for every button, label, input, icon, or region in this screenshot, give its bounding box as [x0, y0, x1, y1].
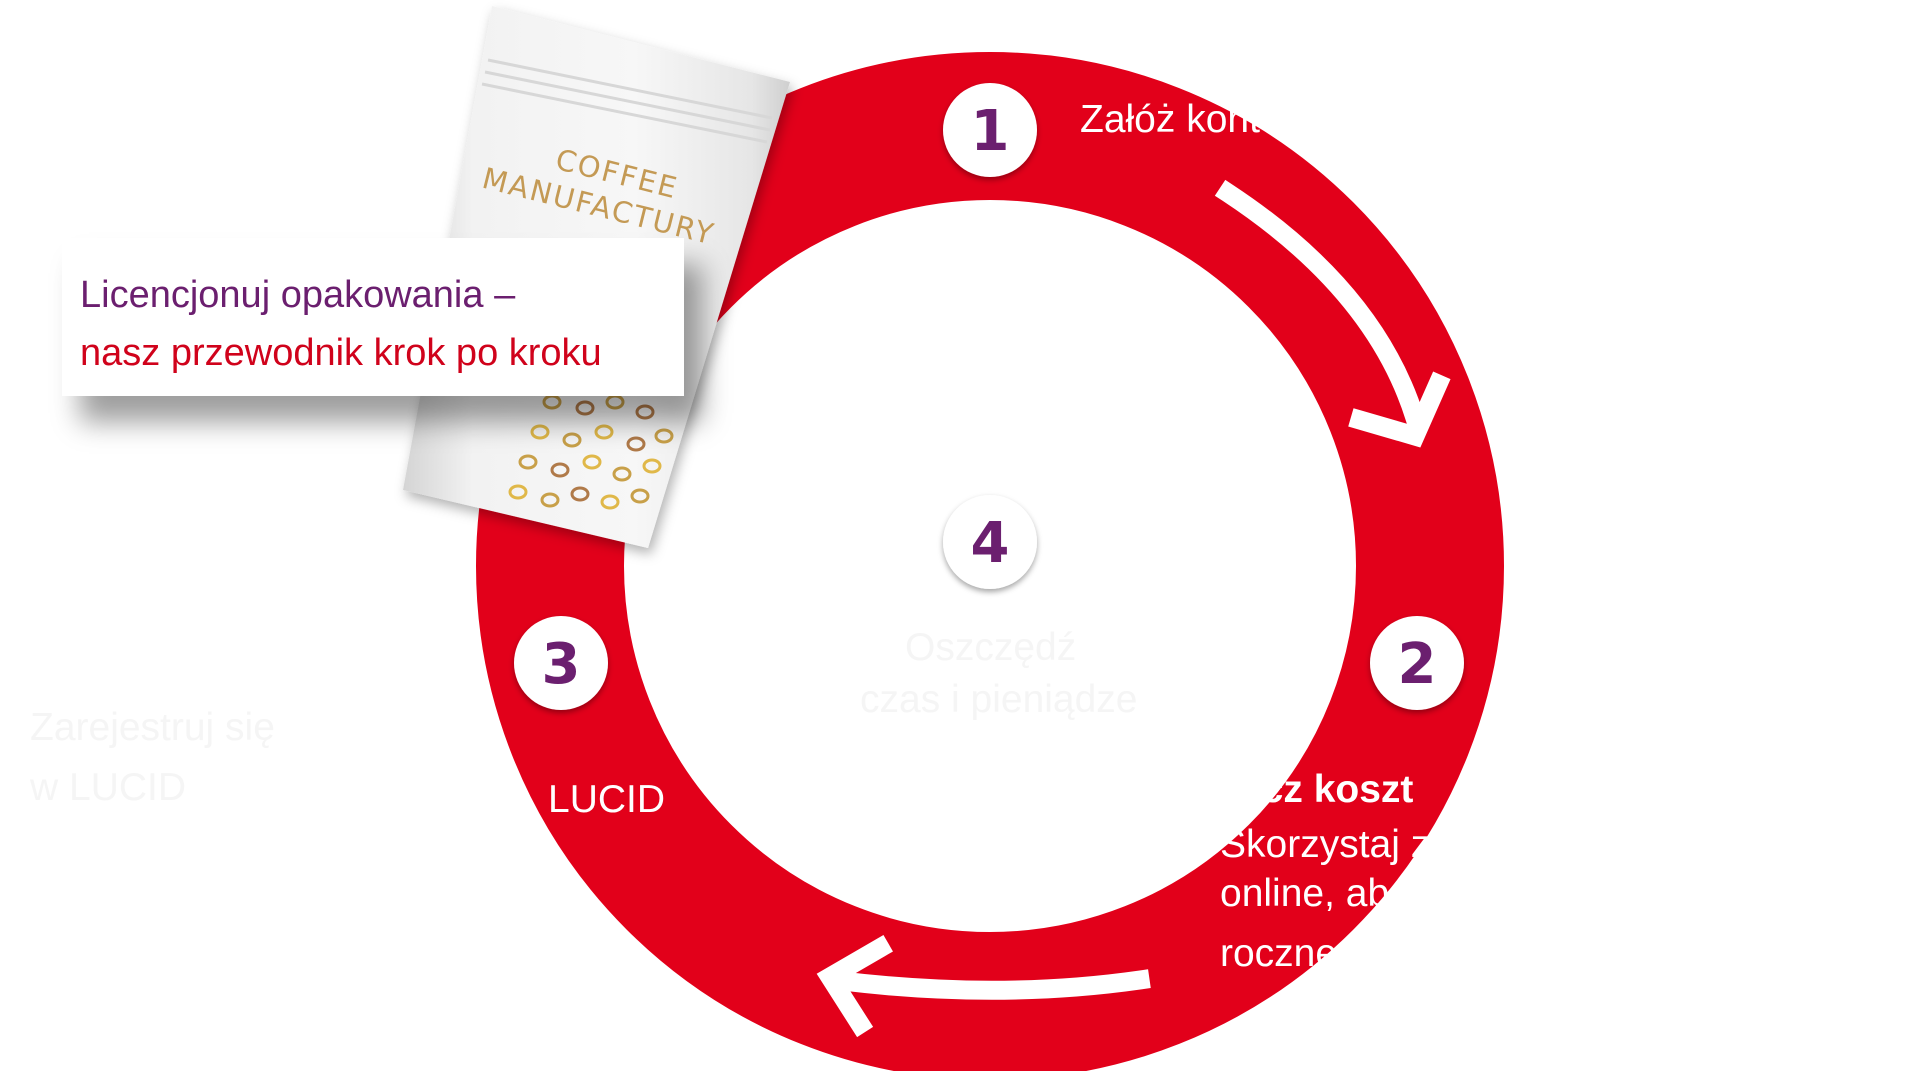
step-2-badge: 2	[1370, 616, 1464, 710]
svg-text:4: 4	[971, 511, 1010, 576]
step-4-badge: 4	[943, 495, 1037, 589]
faded-left-text: Zarejestruj się w LUCID	[29, 706, 275, 809]
svg-text:2: 2	[1398, 632, 1437, 697]
title-card: Licencjonuj opakowania – nasz przewodnik…	[62, 238, 684, 396]
step-2-line-3: roczne	[1220, 932, 1337, 975]
step-3-text: LUCID	[548, 778, 665, 821]
svg-text:czas i pieniądze: czas i pieniądze	[860, 678, 1138, 721]
title-card-line-1: Licencjonuj opakowania –	[80, 274, 516, 316]
step-2-line-1: Skorzystaj z	[1220, 823, 1430, 866]
svg-text:3: 3	[542, 632, 581, 697]
svg-text:Zarejestruj się: Zarejestruj się	[30, 706, 275, 749]
svg-text:1: 1	[971, 99, 1010, 164]
step-3-badge: 3	[514, 616, 608, 710]
coffee-beans-pattern	[508, 394, 674, 510]
step-1-text: Załóż kont	[1080, 98, 1260, 141]
svg-text:Oszczędź: Oszczędź	[905, 626, 1076, 669]
svg-text:w LUCID: w LUCID	[29, 766, 186, 809]
faded-center-text: Oszczędź czas i pieniądze	[860, 626, 1138, 721]
arrow-right-icon	[1214, 179, 1451, 448]
title-card-line-2: nasz przewodnik krok po kroku	[80, 332, 602, 374]
step-2-line-2: online, ab	[1220, 872, 1389, 915]
step-2-heading: licz koszt	[1240, 768, 1413, 811]
arrow-bottom-icon	[816, 935, 1151, 1038]
step-1-badge: 1	[943, 83, 1037, 177]
